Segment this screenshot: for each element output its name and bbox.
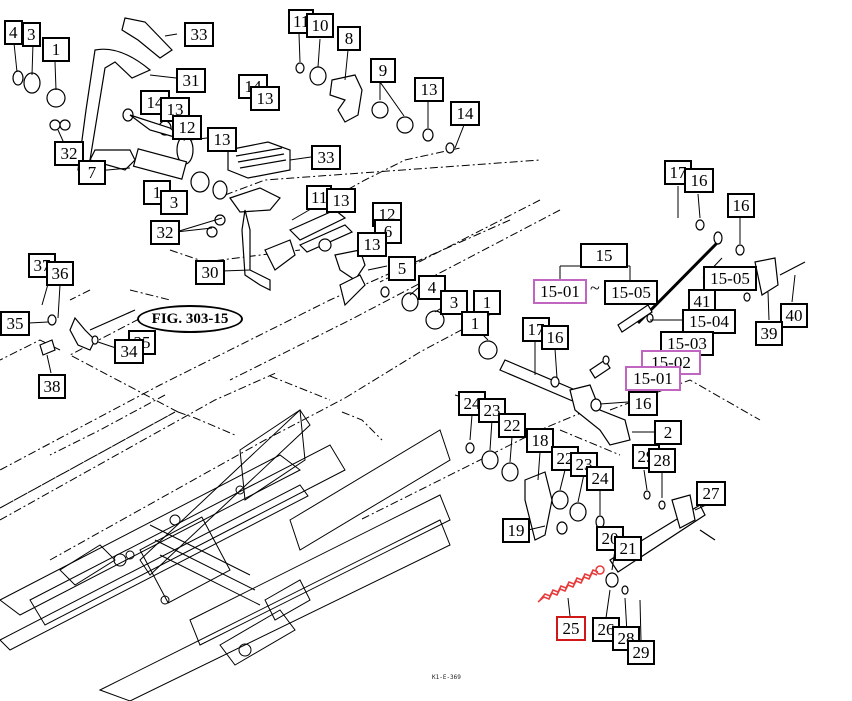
callout-15: 15 (580, 243, 628, 268)
callout-40: 40 (780, 303, 808, 328)
callout-3: 3 (22, 22, 41, 47)
callout-12: 12 (172, 115, 202, 140)
callout-16: 16 (727, 193, 755, 218)
figure-reference: FIG. 303-15 (137, 305, 243, 333)
callout-35: 35 (0, 311, 30, 336)
callout-15-01: 15-01 (533, 279, 587, 304)
callout-36: 36 (46, 261, 74, 286)
callout-13: 13 (207, 127, 237, 152)
callout-13: 13 (357, 232, 387, 257)
callout-25-highlighted: 25 (556, 616, 586, 641)
callout-4: 4 (4, 20, 23, 45)
brake-pedal-assembly (12, 17, 228, 238)
callout-22: 22 (498, 413, 526, 438)
callout-19: 19 (502, 518, 530, 543)
callout-31: 31 (176, 68, 206, 93)
drawing-code: K1-E-369 (432, 674, 461, 681)
callout-27: 27 (696, 481, 726, 506)
callout-9: 9 (370, 58, 396, 83)
callout-15-04: 15-04 (682, 309, 736, 334)
callout-28: 28 (648, 448, 676, 473)
callout-8: 8 (337, 26, 361, 51)
callout-18: 18 (526, 428, 554, 453)
callout-15-01: 15-01 (625, 366, 681, 391)
callout-1: 1 (42, 37, 70, 62)
callout-16: 16 (684, 168, 714, 193)
callout-34: 34 (114, 339, 144, 364)
callout-13: 13 (326, 188, 356, 213)
rod-assembly-15 (589, 219, 806, 379)
callout-13: 13 (250, 86, 280, 111)
callout-15-05: 15-05 (703, 266, 757, 291)
callout-7: 7 (78, 160, 106, 185)
callout-39: 39 (755, 321, 783, 346)
callout-1: 1 (461, 311, 489, 336)
callout-14: 14 (450, 101, 480, 126)
callout-24: 24 (586, 466, 614, 491)
callout-13: 13 (414, 77, 444, 102)
callout-4: 4 (418, 275, 446, 300)
callout-3: 3 (160, 190, 188, 215)
callout-33: 33 (184, 22, 214, 47)
callout-5: 5 (388, 256, 416, 281)
callout-21: 21 (614, 536, 642, 561)
callout-15-05: 15-05 (604, 280, 658, 305)
bracket-assembly (39, 309, 136, 356)
callout-29: 29 (627, 640, 655, 665)
callout-10: 10 (306, 13, 334, 38)
return-spring (537, 565, 605, 603)
upper-shaft-assembly (288, 62, 498, 360)
callout-16: 16 (541, 325, 569, 350)
callout-2: 2 (654, 420, 682, 445)
callout-22: 22 (551, 446, 579, 471)
callout-32: 32 (150, 220, 180, 245)
callout-23: 23 (478, 398, 506, 423)
callout-33: 33 (311, 145, 341, 170)
callout-38: 38 (38, 374, 66, 399)
callout-3: 3 (440, 290, 468, 315)
callout-16: 16 (628, 391, 658, 416)
callout-30: 30 (195, 260, 225, 285)
pedal-pad (227, 141, 296, 291)
range-separator: ~ (590, 278, 600, 298)
